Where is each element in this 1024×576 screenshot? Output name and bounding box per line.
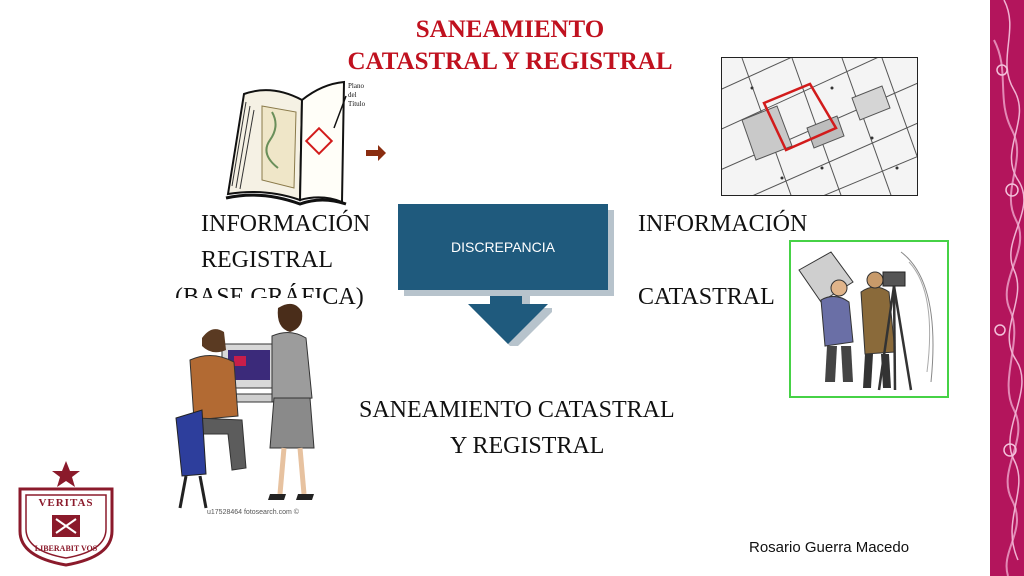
book-label-line-3: Título: [348, 100, 366, 108]
office-workers-illustration: [172, 298, 322, 518]
discrepancy-box: DISCREPANCIA: [398, 204, 608, 290]
slide-title: SANEAMIENTO CATASTRAL Y REGISTRAL: [280, 14, 740, 78]
discrepancy-label: DISCREPANCIA: [451, 239, 555, 255]
surveyors-illustration: [789, 240, 949, 398]
left-info-line-1: INFORMACIÓN: [201, 211, 371, 237]
right-arrow-icon: [366, 145, 386, 161]
book-label-line-2: del: [348, 91, 357, 99]
crest-bottom-text: LIBERABIT VOS: [35, 544, 98, 553]
right-info-line-1: INFORMACIÓN: [638, 211, 808, 237]
university-crest-logo: VERITAS LIBERABIT VOS: [18, 461, 114, 567]
open-book-illustration: Plano del Título: [225, 80, 366, 206]
title-line-1: SANEAMIENTO: [415, 16, 605, 43]
image-credit-caption: u17528464 fotosearch.com ©: [207, 509, 299, 516]
right-info-line-2: CATASTRAL: [638, 284, 775, 310]
cadastral-map-image: [721, 57, 918, 196]
title-line-2: CATASTRAL Y REGISTRAL: [347, 48, 673, 75]
crest-top-text: VERITAS: [38, 497, 93, 509]
left-info-line-2: REGISTRAL: [201, 247, 333, 273]
decorative-side-band: [990, 0, 1024, 576]
down-arrow-icon: [468, 290, 552, 346]
book-label-line-1: Plano: [348, 82, 364, 90]
result-line-1: SANEAMIENTO CATASTRAL: [359, 397, 675, 423]
footer-author: Rosario Guerra Macedo: [749, 539, 910, 556]
result-line-2: Y REGISTRAL: [450, 433, 605, 459]
